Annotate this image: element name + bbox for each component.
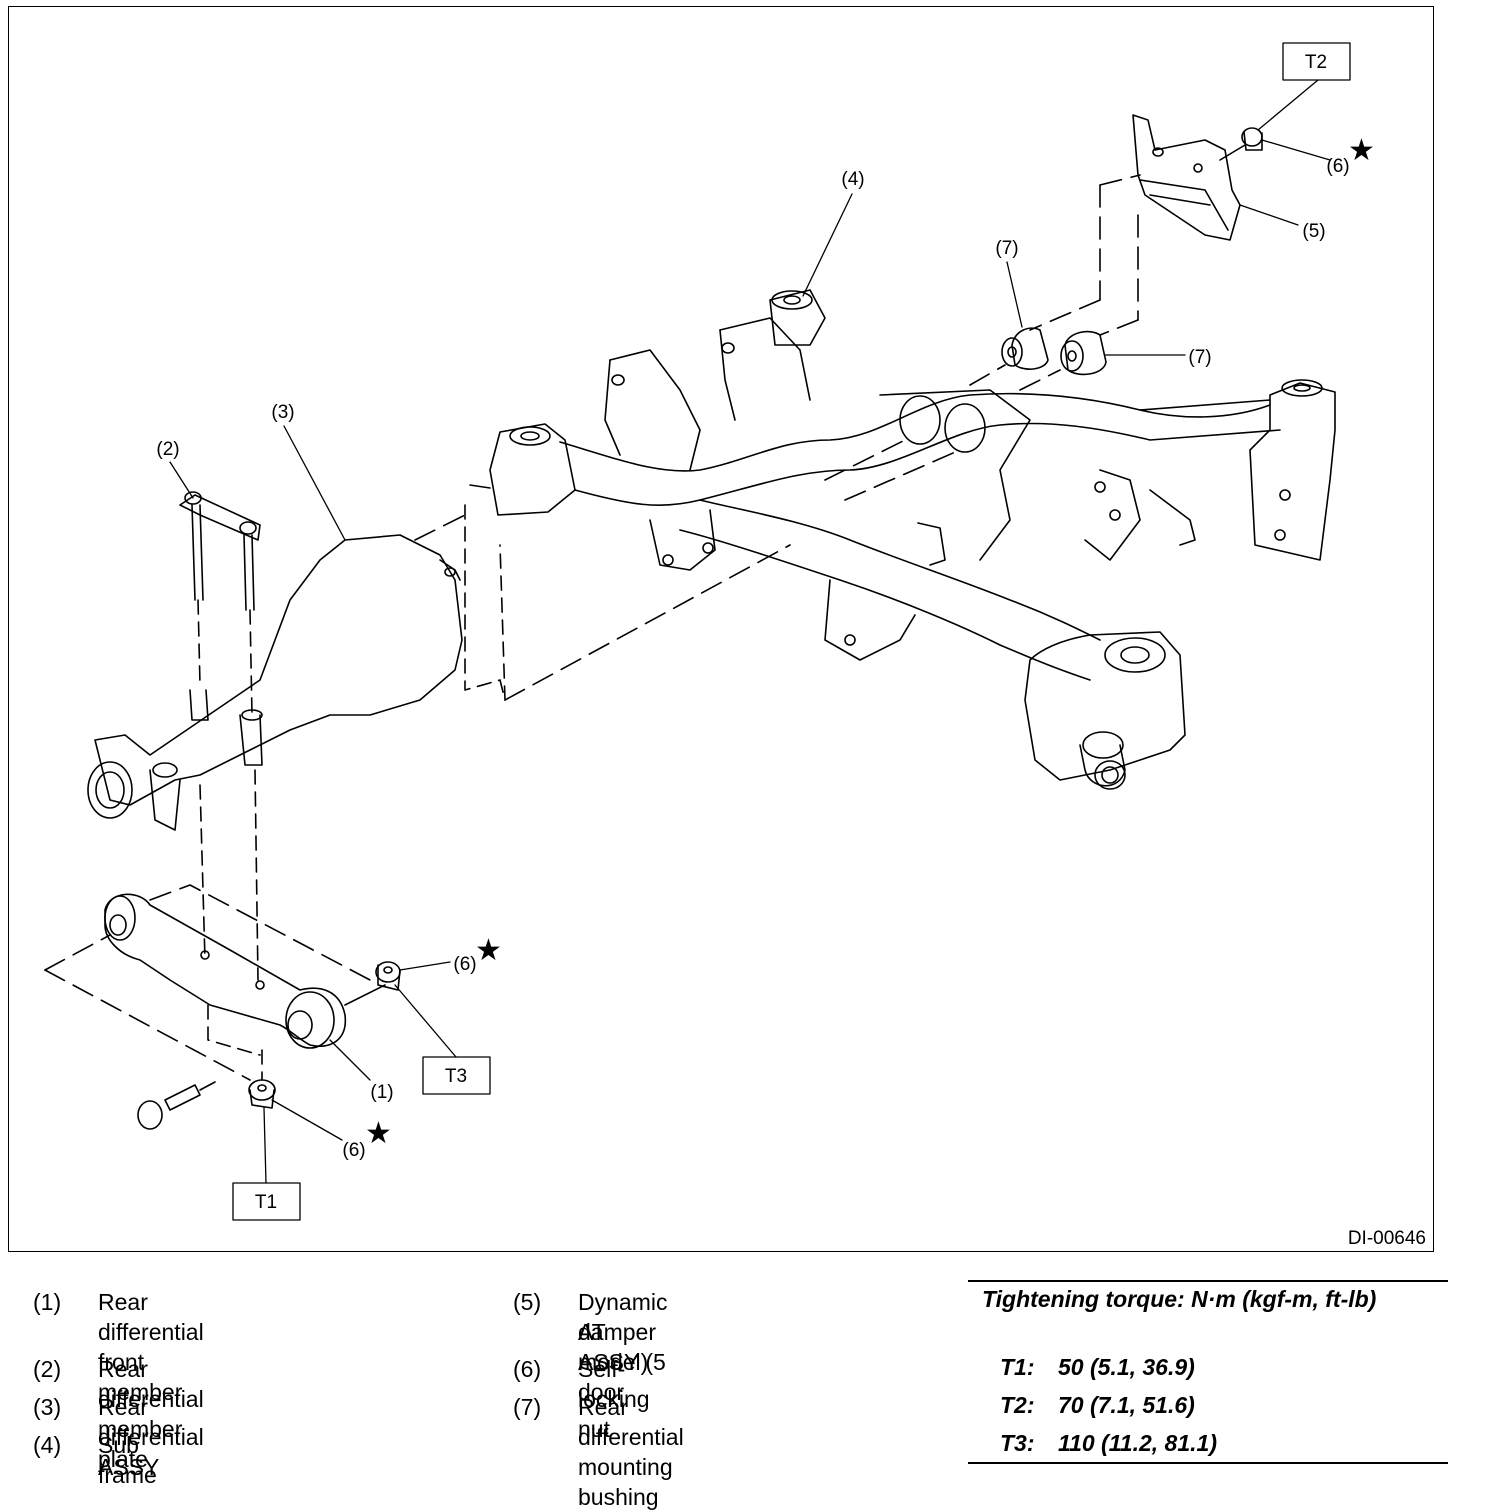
legend-text-5: Dynamic damper ASSY (5 door bbox=[578, 1289, 668, 1405]
callout-7a: (7) bbox=[995, 238, 1018, 259]
torque-code-t2: T2: bbox=[1000, 1392, 1035, 1418]
torque-value-t1: 50 (5.1, 36.9) bbox=[1058, 1354, 1195, 1380]
callout-1: (1) bbox=[370, 1082, 393, 1103]
legend-text-6: Self-locking nut bbox=[578, 1356, 650, 1442]
self-locking-nut-t1 bbox=[248, 1079, 276, 1109]
legend-text-5b: AT model) bbox=[578, 1319, 649, 1375]
callout-4: (4) bbox=[841, 169, 864, 190]
leader-lines bbox=[169, 79, 1331, 1184]
mounting-bushing-left bbox=[969, 299, 1101, 386]
legend-num-1: (1) bbox=[33, 1289, 62, 1315]
legend-num-2: (2) bbox=[33, 1356, 62, 1382]
callout-5: (5) bbox=[1302, 221, 1325, 242]
star-icon: ★ bbox=[475, 933, 502, 968]
torque-label-t2: T2 bbox=[1305, 52, 1327, 73]
self-locking-nut-t3 bbox=[375, 961, 401, 991]
torque-label-t1: T1 bbox=[255, 1192, 277, 1213]
exploded-diagram: (2) (3) (4) (7) (7) (5) (6) (6) (1) (6) … bbox=[44, 42, 1426, 1249]
torque-label-t3: T3 bbox=[445, 1066, 467, 1087]
legend-num-6: (6) bbox=[513, 1356, 542, 1382]
torque-value-t3: 110 (11.2, 81.1) bbox=[1058, 1430, 1217, 1456]
legend-num-4: (4) bbox=[33, 1432, 62, 1458]
dynamic-damper bbox=[1099, 114, 1241, 321]
rear-differential-assy bbox=[87, 439, 961, 831]
legend-num-5: (5) bbox=[513, 1289, 542, 1315]
torque-box-t2 bbox=[1282, 42, 1351, 81]
callout-3: (3) bbox=[271, 402, 294, 423]
legend-num-3: (3) bbox=[33, 1394, 62, 1420]
torque-value-t2: 70 (7.1, 51.6) bbox=[1058, 1392, 1195, 1418]
torque-code-t3: T3: bbox=[1000, 1430, 1035, 1456]
legend-num-7: (7) bbox=[513, 1394, 542, 1420]
bolt bbox=[137, 1081, 216, 1130]
torque-table-top-rule bbox=[968, 1280, 1448, 1282]
mounting-bushing-right bbox=[1019, 319, 1139, 391]
torque-header: Tightening torque: N·m (kgf-m, ft-lb) bbox=[982, 1286, 1377, 1312]
callout-2: (2) bbox=[156, 439, 179, 460]
callout-6c: (6) bbox=[342, 1140, 365, 1161]
member-plate bbox=[179, 491, 261, 981]
torque-code-t1: T1: bbox=[1000, 1354, 1035, 1380]
figure-code: DI-00646 bbox=[1348, 1228, 1426, 1249]
callout-6b: (6) bbox=[453, 954, 476, 975]
legend-text-4: Sub frame bbox=[98, 1432, 157, 1488]
sub-frame bbox=[469, 289, 1336, 790]
callout-7b: (7) bbox=[1188, 347, 1211, 368]
star-icon: ★ bbox=[365, 1116, 392, 1151]
legend-text-7: Rear differential mounting bushing bbox=[578, 1394, 684, 1510]
diagram-frame bbox=[8, 6, 1434, 1252]
torque-box-t3 bbox=[422, 1056, 491, 1095]
torque-table-bottom-rule bbox=[968, 1462, 1448, 1464]
legend-text-1: Rear differential front member bbox=[98, 1289, 204, 1405]
star-icon: ★ bbox=[1348, 133, 1375, 168]
torque-box-t1 bbox=[232, 1182, 301, 1221]
self-locking-nut-t2 bbox=[1219, 127, 1263, 161]
legend-text-2: Rear differential member plate bbox=[98, 1356, 204, 1472]
front-member bbox=[44, 884, 386, 1081]
callout-6a: (6) bbox=[1326, 156, 1349, 177]
